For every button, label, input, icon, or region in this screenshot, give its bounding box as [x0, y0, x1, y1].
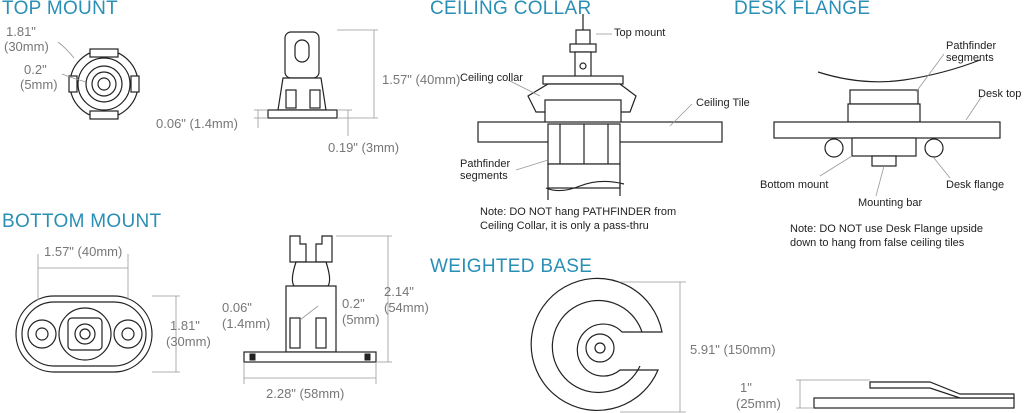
dim-bottom-mount-slot-mm: (5mm): [342, 312, 380, 327]
section-title-desk-flange: DESK FLANGE: [734, 0, 871, 19]
section-title-weighted-base: WEIGHTED BASE: [430, 256, 593, 277]
label-bottom-mount: Bottom mount: [760, 179, 829, 191]
weighted-base-side-view: [796, 379, 1015, 409]
dim-top-mount-width-mm: (30mm): [4, 39, 49, 54]
dim-bottom-mount-base-width: 2.28" (58mm): [266, 386, 345, 401]
dim-weighted-base-diameter: 5.91" (150mm): [690, 342, 776, 357]
dim-top-mount-hole-in: 0.2": [24, 62, 47, 77]
dim-top-mount-width-in: 1.81": [6, 24, 36, 39]
note-desk-flange-2: down to hang from false ceiling tiles: [790, 237, 965, 249]
dim-bottom-mount-slot-in: 0.2": [342, 296, 365, 311]
label-ceiling-tile: Ceiling Tile: [696, 97, 750, 109]
section-title-ceiling-collar: CEILING COLLAR: [430, 0, 592, 19]
dim-bottom-mount-flange-mm: (1.4mm): [222, 316, 271, 331]
section-title-top-mount: TOP MOUNT: [2, 0, 119, 19]
dim-bottom-mount-width: 1.57" (40mm): [44, 244, 123, 259]
top-mount-side-view: [254, 29, 378, 136]
dim-bottom-mount-total-in: 2.14": [384, 284, 414, 299]
label-top-mount: Top mount: [614, 27, 666, 39]
section-title-bottom-mount: BOTTOM MOUNT: [2, 211, 162, 232]
top-mount-top-view: [57, 41, 140, 120]
label-ceiling-collar: Ceiling collar: [460, 72, 523, 84]
dim-weighted-base-thickness-mm: (25mm): [736, 396, 781, 411]
label-desk-top: Desk top: [978, 88, 1022, 100]
label-pathfinder-segments-1: Pathfinder: [460, 158, 511, 170]
dim-bottom-mount-height-mm: (30mm): [166, 334, 211, 349]
label-pathfinder-segments-2: segments: [460, 170, 508, 182]
dim-top-mount-hole-mm: (5mm): [20, 77, 58, 92]
dim-top-mount-height: 1.57" (40mm): [382, 72, 461, 87]
dim-weighted-base-thickness-in: 1": [740, 380, 752, 395]
dim-bottom-mount-flange-in: 0.06": [222, 300, 252, 315]
dim-bottom-mount-height-in: 1.81": [170, 318, 200, 333]
note-ceiling-collar-2: Ceiling Collar, it is only a pass-thru: [480, 220, 649, 232]
label-desk-flange: Desk flange: [946, 179, 1005, 191]
dim-bottom-mount-total-mm: (54mm): [384, 300, 429, 315]
label-mounting-bar: Mounting bar: [858, 197, 923, 209]
label-df-segments-1: Pathfinder: [946, 40, 997, 52]
dim-top-mount-flange: 0.06" (1.4mm): [156, 116, 238, 131]
note-ceiling-collar-1: Note: DO NOT hang PATHFINDER from: [480, 206, 677, 218]
dim-top-mount-base: 0.19" (3mm): [328, 140, 400, 155]
note-desk-flange-1: Note: DO NOT use Desk Flange upside: [790, 223, 983, 235]
label-df-segments-2: segments: [946, 52, 994, 64]
desk-flange-drawing: [773, 53, 1001, 197]
bottom-mount-top-view: [15, 254, 180, 373]
bottom-mount-side-view: [243, 235, 392, 384]
weighted-base-top-view: [530, 277, 686, 413]
ceiling-collar-drawing: [477, 14, 723, 200]
